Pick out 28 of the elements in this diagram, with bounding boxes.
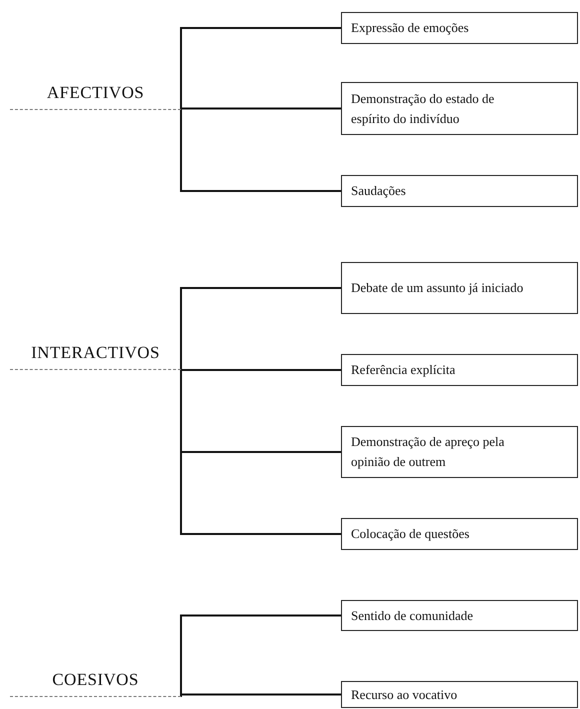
- item-box: [341, 518, 578, 550]
- item-text: Sentido de comunidade: [351, 606, 474, 624]
- category-label: COESIVOS: [10, 661, 181, 697]
- connector-line: [180, 108, 341, 110]
- connector-line: [180, 694, 341, 697]
- item-text: Demonstração do estado de espírito do indivíduo: [351, 90, 496, 128]
- item-text: Expressão de emoções: [351, 19, 469, 37]
- item-text: Referência explícita: [351, 361, 456, 379]
- item-text: Colocação de questões: [351, 525, 470, 543]
- item-box: [341, 175, 578, 207]
- item-text: Demonstração de apreço pela opinião de outrem: [351, 433, 506, 471]
- item-box: [341, 262, 578, 314]
- item-text: Saudações: [351, 182, 406, 200]
- item-box: [341, 12, 578, 44]
- connector-line: [180, 110, 341, 192]
- item-text: Recurso ao vocativo: [351, 686, 458, 704]
- connector-line: [180, 369, 341, 371]
- item-text: Debate de um assunto já iniciado: [351, 279, 524, 297]
- category-label: AFECTIVOS: [10, 74, 181, 110]
- category-label: INTERACTIVOS: [10, 334, 181, 370]
- connector-line: [180, 287, 341, 370]
- item-box: [341, 681, 578, 708]
- item-box: [341, 82, 578, 135]
- connector-line: [180, 27, 341, 110]
- connector-line: [180, 370, 341, 535]
- item-box: [341, 354, 578, 386]
- item-box: [341, 426, 578, 478]
- item-box: [341, 600, 578, 631]
